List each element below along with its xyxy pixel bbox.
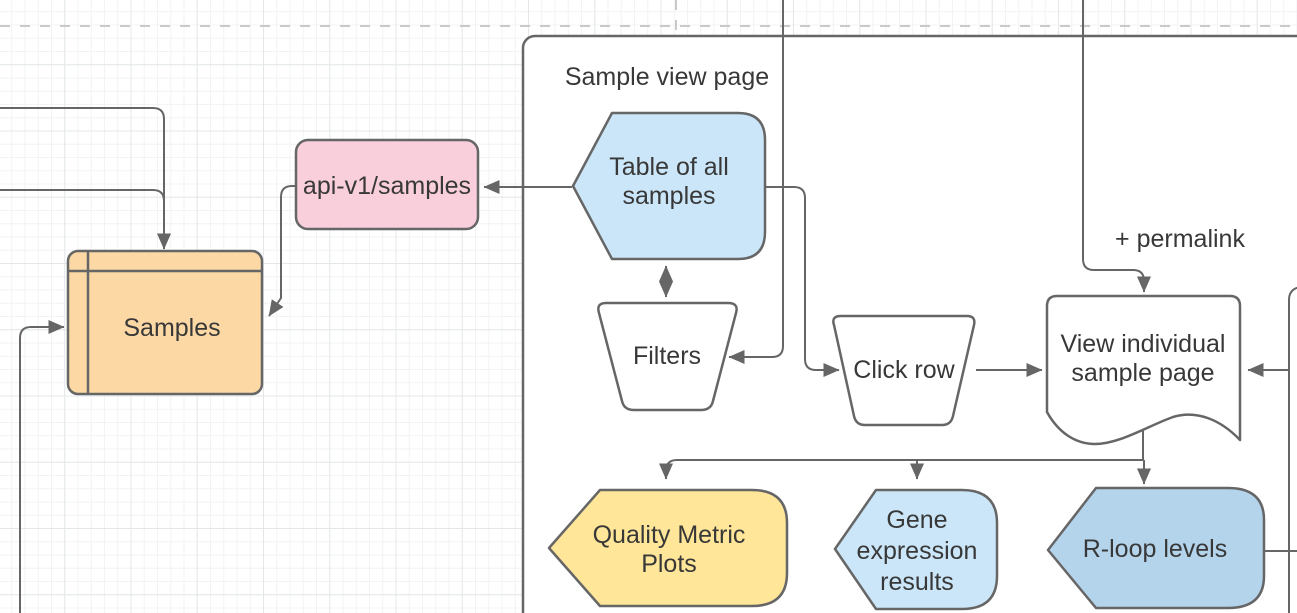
edge-right-vertical[interactable] bbox=[1288, 286, 1297, 613]
node-view-individual-sample-page[interactable] bbox=[1045, 294, 1242, 446]
node-gene-expression-results[interactable] bbox=[833, 488, 999, 611]
api-label: api-v1/samples bbox=[303, 172, 471, 200]
edge-bottom-to-samples[interactable] bbox=[19, 320, 65, 613]
node-quality-metric-plots[interactable] bbox=[547, 488, 789, 608]
edge-api-to-samples[interactable] bbox=[268, 185, 297, 317]
filters-label: Filters bbox=[633, 342, 701, 370]
node-filters[interactable] bbox=[597, 301, 738, 412]
node-table-of-all-samples[interactable] bbox=[571, 111, 767, 261]
gene-label-line2: expression bbox=[857, 537, 978, 565]
click-row-label: Click row bbox=[853, 356, 955, 384]
quality-label-line2: Plots bbox=[641, 550, 697, 578]
edge-top-left-to-samples[interactable] bbox=[0, 107, 171, 250]
gene-label-line1: Gene bbox=[886, 506, 947, 534]
view-page-label-line1: View individual bbox=[1061, 330, 1226, 358]
edge-permalink-to-view-page[interactable] bbox=[1082, 0, 1151, 293]
samples-label: Samples bbox=[123, 314, 220, 342]
edge-left-to-samples[interactable] bbox=[0, 189, 165, 230]
quality-label-line1: Quality Metric bbox=[593, 521, 746, 549]
permalink-edge-label: + permalink bbox=[1115, 225, 1245, 253]
node-r-loop-levels[interactable] bbox=[1046, 486, 1266, 610]
node-click-row[interactable] bbox=[832, 314, 976, 427]
edge-table-to-click-row[interactable] bbox=[765, 186, 840, 377]
view-page-label-line2: sample page bbox=[1071, 359, 1214, 387]
table-label-line1: Table of all bbox=[609, 153, 729, 181]
edge-top-to-filters[interactable] bbox=[728, 0, 784, 364]
table-label-line2: samples bbox=[622, 182, 715, 210]
rloop-label: R-loop levels bbox=[1083, 535, 1228, 563]
node-api-v1-samples[interactable] bbox=[294, 138, 480, 231]
edge-view-page-to-quality[interactable] bbox=[659, 459, 1143, 480]
node-samples[interactable] bbox=[66, 249, 264, 396]
gene-label-line3: results bbox=[880, 568, 954, 596]
container-label: Sample view page bbox=[565, 63, 769, 91]
